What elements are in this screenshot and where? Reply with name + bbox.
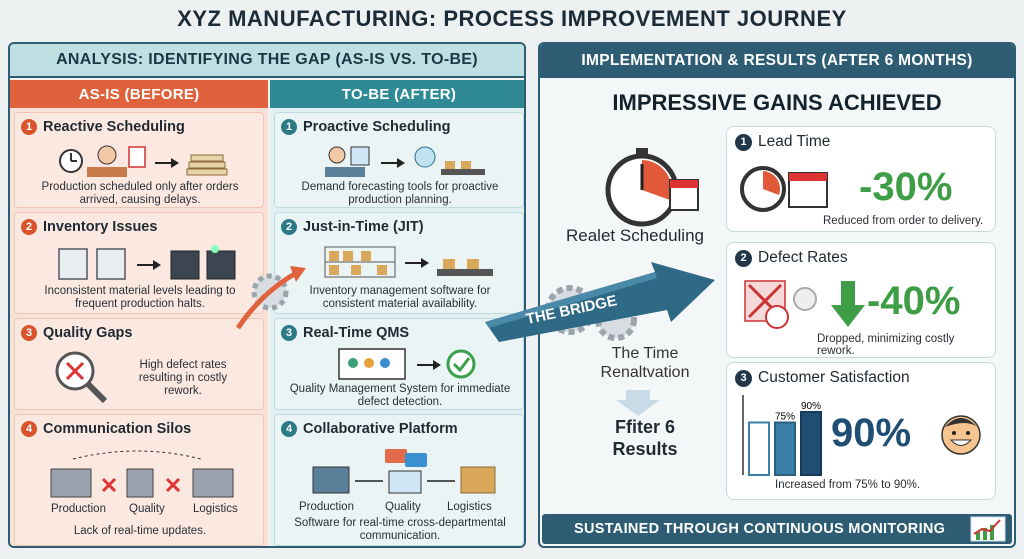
satisfaction-value: 90% xyxy=(831,411,912,455)
item-description: Inconsistent material levels leading to … xyxy=(44,285,236,310)
item-title: Quality Gaps xyxy=(43,325,133,341)
scheduling-label: Realet Scheduling xyxy=(566,226,704,245)
card-title: Lead Time xyxy=(758,133,831,150)
result-card-customer-satisfaction: 3 Customer Satisfaction 75% 90% 90% Incre… xyxy=(726,362,996,500)
number-badge: 2 xyxy=(281,219,297,235)
item-description: High defect rates resulting in costly re… xyxy=(138,359,228,397)
item-title: Just-in-Time (JIT) xyxy=(303,219,424,235)
tobe-header: TO-BE (AFTER) xyxy=(270,80,524,108)
satisfaction-bar xyxy=(774,421,796,476)
stopwatch-calendar-icon xyxy=(605,148,699,227)
number-badge: 4 xyxy=(281,421,297,437)
result-card-lead-time: 1 Lead Time -30% Reduced from order to d… xyxy=(726,126,996,232)
gains-title: IMPRESSIVE GAINS ACHIEVED xyxy=(612,90,942,115)
number-badge: 2 xyxy=(735,249,752,267)
footer-bar: SUSTAINED THROUGH CONTINUOUS MONITORING xyxy=(542,514,1012,544)
number-badge: 3 xyxy=(281,325,297,341)
satisfaction-bar-label: 75% xyxy=(775,412,795,423)
item-title: Reactive Scheduling xyxy=(43,119,185,135)
number-badge: 3 xyxy=(735,369,752,387)
bridge-arrow: THE BRIDGE xyxy=(485,262,715,342)
tobe-item-collaborative-platform: 4 Collaborative Platform Production Qual… xyxy=(274,414,524,546)
satisfaction-bar xyxy=(748,421,770,476)
asis-item-reactive-scheduling: 1 Reactive Scheduling Prod xyxy=(14,112,264,208)
asis-header: AS-IS (BEFORE) xyxy=(10,80,268,108)
magnifier-defect-icon xyxy=(55,351,108,404)
item-description: Demand forecasting tools for proactive p… xyxy=(301,181,499,206)
card-note: Reduced from order to delivery. xyxy=(823,215,984,227)
warehouse-shelves-icon xyxy=(324,246,493,278)
satisfaction-bar-chart: 75% 90% xyxy=(742,395,822,476)
silo-label-production: Production xyxy=(51,503,106,515)
item-description: Production scheduled only after orders a… xyxy=(41,181,239,206)
stopwatch-icon xyxy=(740,166,828,212)
silo-label-logistics: Logistics xyxy=(193,503,238,515)
siloed-factories-icon xyxy=(50,450,234,498)
transition-arrow-icon xyxy=(235,266,306,330)
time-label: The Time Renaltvation xyxy=(600,345,690,381)
stressed-worker-icon xyxy=(59,145,228,177)
platform-label-quality: Quality xyxy=(385,501,421,513)
tobe-item-proactive-scheduling: 1 Proactive Scheduling Demand forecastin… xyxy=(274,112,524,208)
item-description: Lack of real-time updates. xyxy=(73,525,207,537)
asis-item-inventory-issues: 2 Inventory Issues Inconsistent material… xyxy=(14,212,264,314)
asis-column: AS-IS (BEFORE) 1 Reactive Scheduling xyxy=(10,80,268,546)
card-note: Dropped, minimizing costly rework. xyxy=(817,333,955,357)
satisfaction-bar xyxy=(800,411,822,476)
number-badge: 3 xyxy=(21,325,37,341)
card-title: Defect Rates xyxy=(758,249,848,266)
item-title: Communication Silos xyxy=(43,421,192,437)
item-description: Quality Management System for immediate … xyxy=(289,383,511,408)
collaboration-icon xyxy=(312,449,496,494)
analysis-header: ANALYSIS: IDENTIFYING THE GAP (AS-IS VS.… xyxy=(10,44,524,78)
item-description: Software for real-time cross-departmenta… xyxy=(294,517,506,542)
tobe-column: TO-BE (AFTER) 1 Proactive Scheduling Dem… xyxy=(270,80,524,546)
smiley-face-icon xyxy=(941,415,981,455)
after-results-label: Ffiter 6 Results xyxy=(612,417,678,459)
qms-dashboard-icon xyxy=(338,348,476,380)
number-badge: 1 xyxy=(21,119,37,135)
tobe-item-real-time-qms: 3 Real-Time QMS Quality Management Syste… xyxy=(274,318,524,410)
footer-text: SUSTAINED THROUGH CONTINUOUS MONITORING xyxy=(574,521,946,537)
item-title: Inventory Issues xyxy=(43,219,158,235)
number-badge: 1 xyxy=(735,133,752,151)
down-arrow-icon xyxy=(831,281,865,327)
platform-label-production: Production xyxy=(299,501,354,513)
card-note: Increased from 75% to 90%. xyxy=(775,479,921,491)
page-title: XYZ MANUFACTURING: PROCESS IMPROVEMENT J… xyxy=(177,6,847,31)
analysis-panel: ANALYSIS: IDENTIFYING THE GAP (AS-IS VS.… xyxy=(8,42,526,548)
trend-chart-icon xyxy=(970,516,1006,542)
number-badge: 2 xyxy=(21,219,37,235)
result-card-defect-rates: 2 Defect Rates -40% Dropped, minimizing … xyxy=(726,242,996,358)
silo-label-quality: Quality xyxy=(129,503,165,515)
asis-item-communication-silos: 4 Communication Silos Production Quality… xyxy=(14,414,264,546)
tobe-item-jit: 2 Just-in-Time (JIT) Inventory managemen… xyxy=(274,212,524,314)
bins-icon xyxy=(58,245,236,280)
item-description: Inventory management software for consis… xyxy=(309,285,491,310)
forecasting-icon xyxy=(325,146,485,177)
platform-label-logistics: Logistics xyxy=(447,501,492,513)
item-title: Collaborative Platform xyxy=(303,421,458,437)
defect-rate-value: -40% xyxy=(867,279,961,323)
number-badge: 1 xyxy=(281,119,297,135)
item-title: Real-Time QMS xyxy=(303,325,410,341)
down-arrow-icon xyxy=(616,390,660,416)
satisfaction-bar-label: 90% xyxy=(801,401,821,412)
card-title: Customer Satisfaction xyxy=(758,369,910,386)
item-title: Proactive Scheduling xyxy=(303,119,451,135)
defect-x-icon xyxy=(744,280,817,329)
results-header: IMPLEMENTATION & RESULTS (AFTER 6 MONTHS… xyxy=(540,44,1014,78)
lead-time-value: -30% xyxy=(859,165,953,209)
number-badge: 4 xyxy=(21,421,37,437)
asis-item-quality-gaps: 3 Quality Gaps High defect rates resulti… xyxy=(14,318,264,410)
